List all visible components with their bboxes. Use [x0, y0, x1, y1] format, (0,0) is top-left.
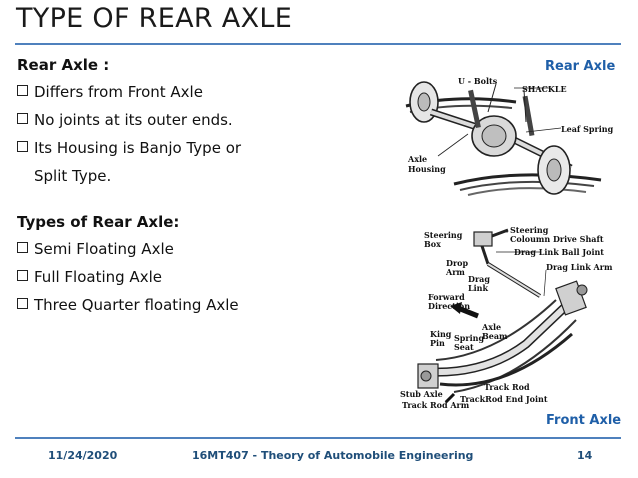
- label-track-rod: Track Rod: [484, 382, 530, 392]
- label-axle-beam-2: Beam: [482, 331, 508, 341]
- label-stub-axle: Stub Axle: [400, 389, 443, 399]
- rear-axle-diagram: U - Bolts SHACKLE Leaf Spring Axle Housi…: [405, 76, 614, 196]
- bullet-continuation: Split Type.: [34, 167, 112, 185]
- bullet-item: Differs from Front Axle: [17, 82, 272, 110]
- heading-rear-axle: Rear Axle :: [17, 56, 110, 74]
- label-spring-seat-1: Spring: [454, 333, 484, 343]
- checkbox-bullet-icon: [17, 242, 28, 253]
- label-steering-col-2: Coloumn Drive Shaft: [510, 234, 604, 244]
- label-king-pin-2: Pin: [430, 338, 445, 348]
- footer-divider: [15, 437, 621, 439]
- label-drag-link-2: Link: [468, 283, 488, 293]
- checkbox-bullet-icon: [17, 113, 28, 124]
- label-forward-1: Forward: [428, 292, 465, 302]
- bullet-item: No joints at its outer ends.: [17, 110, 272, 138]
- slide-title: TYPE OF REAR AXLE: [16, 3, 293, 34]
- front-axle-diagram: Steering Box Steering Coloumn Drive Shaf…: [400, 225, 613, 410]
- label-u-bolts: U - Bolts: [458, 76, 498, 86]
- bullet-item: Semi Floating Axle: [17, 239, 272, 267]
- label-shackle: SHACKLE: [522, 84, 567, 94]
- label-forward-2: Direction: [428, 301, 470, 311]
- label-track-rod-arm: Track Rod Arm: [402, 400, 470, 410]
- label-king-pin-1: King: [430, 329, 452, 339]
- footer-course: 16MT407 - Theory of Automobile Engineeri…: [192, 449, 474, 462]
- label-drag-link-arm: Drag Link Arm: [546, 262, 613, 272]
- label-spring-seat-2: Seat: [454, 342, 474, 352]
- front-axle-caption: Front Axle: [546, 413, 622, 428]
- checkbox-bullet-icon: [17, 298, 28, 309]
- label-steering-box-1: Steering: [424, 230, 463, 240]
- bullet-item: Full Floating Axle: [17, 267, 272, 295]
- label-drag-link-1: Drag: [468, 274, 490, 284]
- label-steering-box-2: Box: [424, 239, 441, 249]
- label-leaf-spring: Leaf Spring: [561, 124, 614, 134]
- content-left: Rear Axle : Differs from Front Axle No j…: [17, 55, 272, 323]
- footer-page-number: 14: [577, 449, 593, 462]
- checkbox-bullet-icon: [17, 270, 28, 281]
- checkbox-bullet-icon: [17, 141, 28, 152]
- rear-axle-caption: Rear Axle: [545, 59, 616, 74]
- label-axle-beam-1: Axle: [481, 322, 501, 332]
- label-drag-link-ball-joint: Drag Link Ball Joint: [514, 247, 604, 257]
- label-axle: Axle: [407, 154, 427, 164]
- checkbox-bullet-icon: [17, 85, 28, 96]
- label-housing: Housing: [408, 164, 446, 174]
- label-drop-arm-2: Arm: [445, 267, 465, 277]
- label-drop-arm-1: Drop: [446, 258, 468, 268]
- heading-types: Types of Rear Axle:: [17, 213, 180, 231]
- title-divider: [15, 43, 621, 45]
- bullet-item: Its Housing is Banjo Type or: [17, 138, 272, 166]
- label-steering-col-1: Steering: [510, 225, 549, 235]
- bullet-item: Three Quarter floating Axle: [17, 295, 272, 323]
- label-trackrod-end-joint: TrackRod End Joint: [460, 394, 548, 404]
- footer-date: 11/24/2020: [48, 449, 118, 462]
